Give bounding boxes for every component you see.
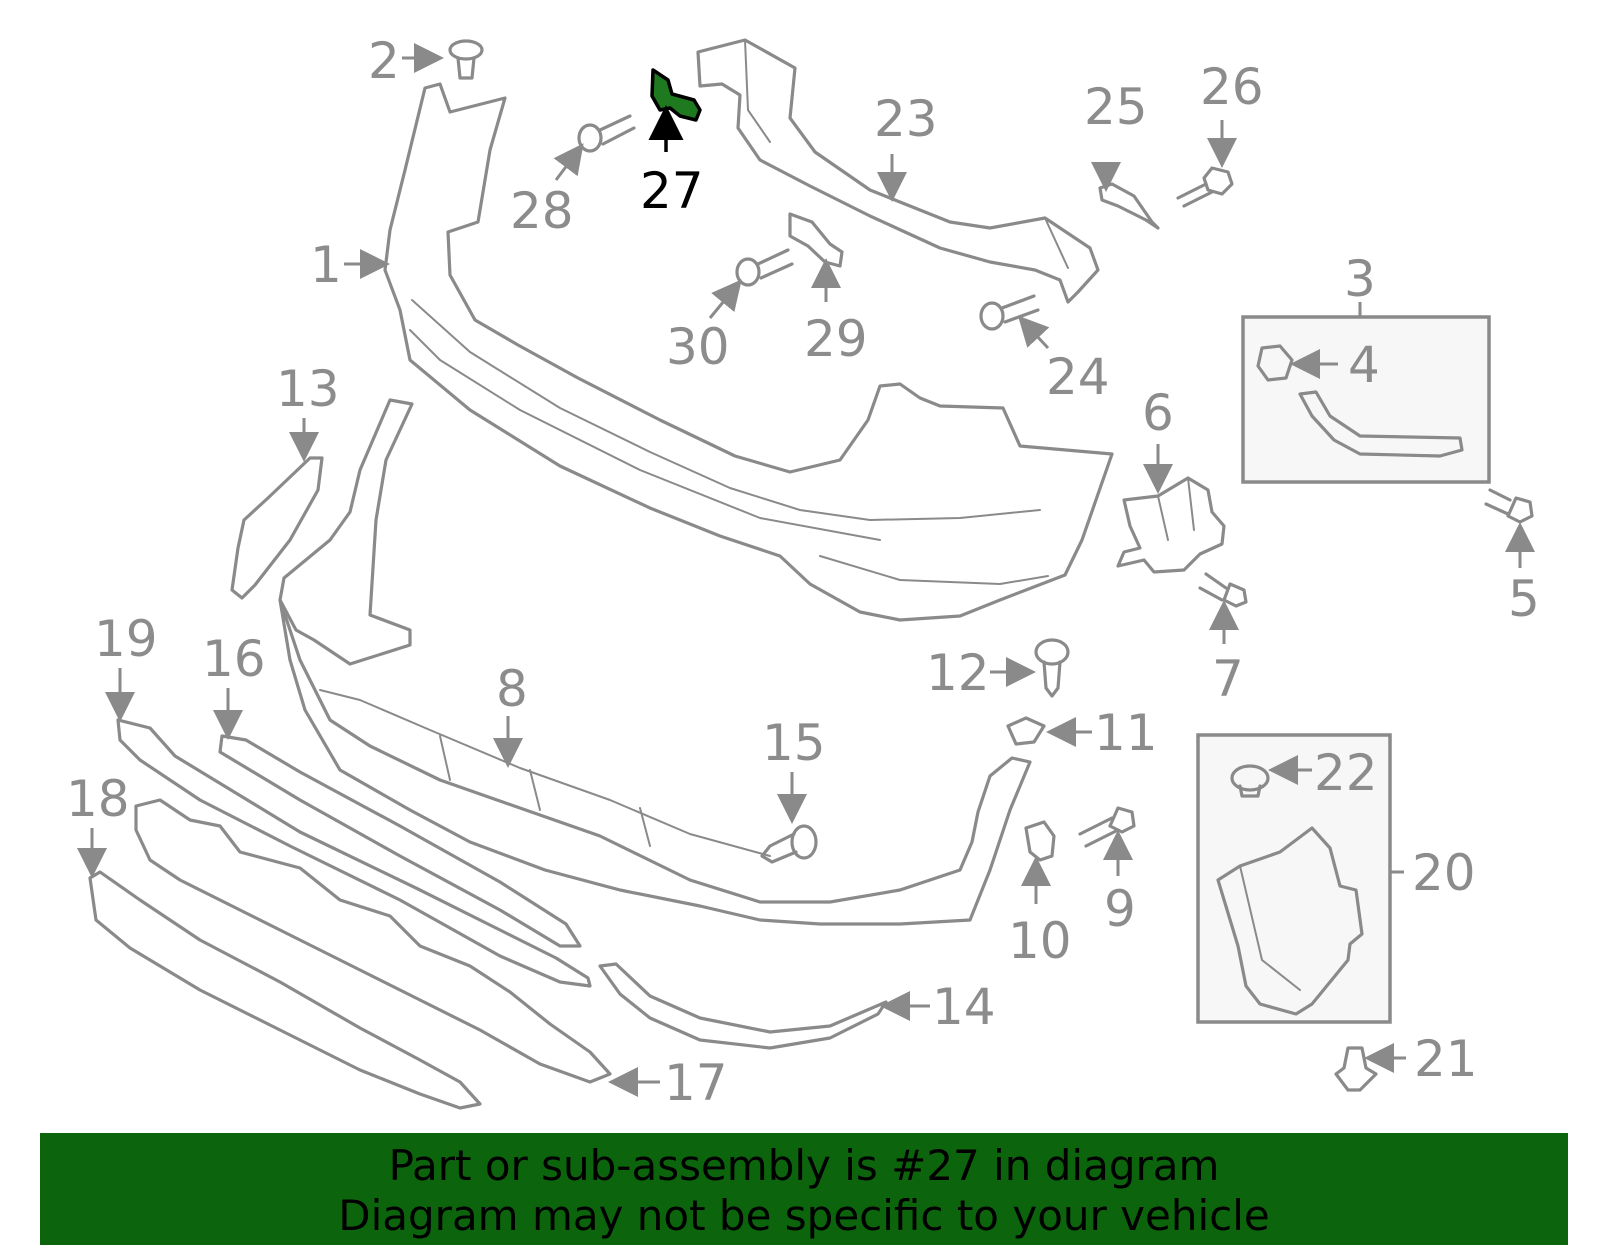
callout-19: 19 <box>94 610 158 668</box>
part-3-bracket <box>1298 390 1464 458</box>
callout-2: 2 <box>368 32 400 90</box>
part-21-push-pin <box>1334 1046 1378 1092</box>
part-15-push-pin <box>760 824 818 864</box>
callout-23: 23 <box>874 90 938 148</box>
part-23-impact-bar <box>696 38 1100 304</box>
part-19-strip <box>116 718 592 988</box>
part-2-push-pin <box>448 39 484 80</box>
part-9-bolt <box>1078 806 1136 848</box>
callout-18: 18 <box>66 770 130 828</box>
part-11-clip <box>1006 716 1046 746</box>
callout-25: 25 <box>1084 78 1148 136</box>
part-27-bracket <box>650 68 702 122</box>
callout-17: 17 <box>664 1054 728 1112</box>
callout-26: 26 <box>1200 58 1264 116</box>
part-7-bolt <box>1198 572 1248 608</box>
part-13-trim <box>230 456 324 600</box>
callout-22: 22 <box>1314 744 1378 802</box>
banner-line-disclaimer: Diagram may not be specific to your vehi… <box>338 1191 1270 1240</box>
part-25-bracket <box>1098 182 1160 230</box>
callout-7: 7 <box>1212 650 1244 708</box>
callout-27-highlighted: 27 <box>640 162 704 220</box>
callout-8: 8 <box>496 660 528 718</box>
callout-13: 13 <box>276 360 340 418</box>
part-6-bracket <box>1116 476 1226 574</box>
callout-12: 12 <box>926 644 990 702</box>
part-20-splash-shield <box>1216 826 1364 1016</box>
callout-6: 6 <box>1142 384 1174 442</box>
callout-9: 9 <box>1104 880 1136 938</box>
part-12-screw <box>1034 638 1070 698</box>
callout-14: 14 <box>932 978 996 1036</box>
callout-10: 10 <box>1008 912 1072 970</box>
part-24-bolt <box>979 294 1040 331</box>
part-29-bracket <box>788 212 844 268</box>
callout-28: 28 <box>510 182 574 240</box>
part-5-bolt <box>1484 488 1534 524</box>
callout-15: 15 <box>762 714 826 772</box>
banner-line-part-number: Part or sub-assembly is #27 in diagram <box>388 1141 1220 1190</box>
part-8-lower-cover <box>278 398 1032 926</box>
callout-29: 29 <box>804 310 868 368</box>
part-16-strip <box>218 734 582 948</box>
callout-4: 4 <box>1348 336 1380 394</box>
part-26-bolt <box>1176 166 1234 208</box>
callout-21: 21 <box>1414 1030 1478 1088</box>
callout-20: 20 <box>1412 844 1476 902</box>
part-4-nut <box>1256 344 1294 382</box>
part-30-bolt <box>735 248 794 287</box>
callout-24: 24 <box>1046 348 1110 406</box>
part-14-lower-trim <box>598 962 888 1050</box>
callout-30: 30 <box>666 318 730 376</box>
info-banner: Part or sub-assembly is #27 in diagram D… <box>40 1133 1568 1245</box>
part-17-lower-panel <box>134 798 612 1084</box>
callout-11: 11 <box>1094 704 1158 762</box>
callout-1: 1 <box>310 236 342 294</box>
callout-3: 3 <box>1344 250 1376 308</box>
callout-5: 5 <box>1508 570 1540 628</box>
part-1-bumper-cover <box>383 82 1114 622</box>
part-10-clip <box>1024 820 1056 862</box>
callout-labels: 1 2 3 4 5 6 7 8 9 10 11 12 13 14 15 16 1… <box>66 32 1540 1112</box>
part-28-bolt <box>577 114 636 153</box>
callout-16: 16 <box>202 630 266 688</box>
leader-lines <box>77 43 1535 1097</box>
part-18-skid-plate <box>88 870 482 1110</box>
